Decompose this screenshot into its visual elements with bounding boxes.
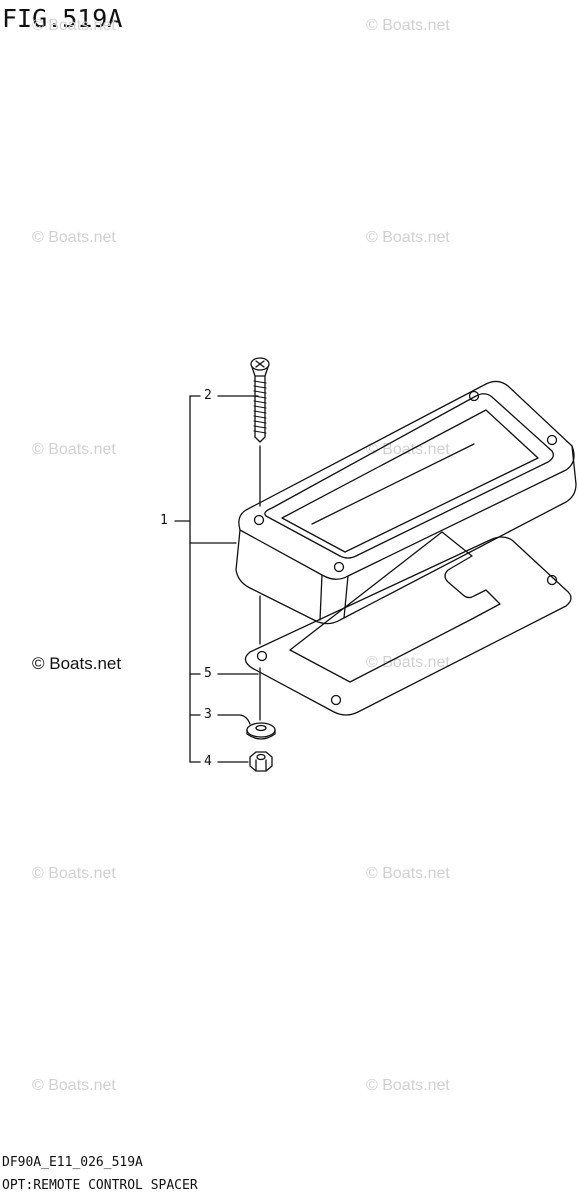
screw-part (250, 357, 270, 443)
callout-number: 1 (160, 513, 168, 528)
figure-title: FIG.519A (2, 4, 123, 33)
callout-number: 4 (204, 754, 212, 769)
watermark: © Boats.net (32, 865, 116, 882)
watermark: © Boats.net (32, 229, 116, 246)
spacer-part (235, 380, 577, 625)
watermark: © Boats.net (366, 865, 450, 882)
watermark: © Boats.net (366, 654, 450, 671)
diagram-description: OPT:REMOTE CONTROL SPACER (2, 1178, 198, 1193)
watermark: © Boats.net (32, 1077, 116, 1094)
callout-number: 5 (204, 666, 212, 681)
gasket-part (244, 531, 572, 716)
watermark: © Boats.net (366, 1077, 450, 1094)
nut-part (249, 751, 273, 772)
watermark: © Boats.net (366, 229, 450, 246)
watermark: © Boats.net (366, 17, 450, 34)
watermark-highlight: © Boats.net (32, 654, 122, 673)
callout-number: 3 (204, 707, 212, 722)
watermark: © Boats.net (32, 441, 116, 458)
callout-number: 2 (204, 388, 212, 403)
watermark: © Boats.net (32, 17, 116, 34)
diagram-code: DF90A_E11_026_519A (2, 1155, 143, 1170)
leader-lines (174, 395, 259, 763)
washer-part (246, 722, 276, 740)
